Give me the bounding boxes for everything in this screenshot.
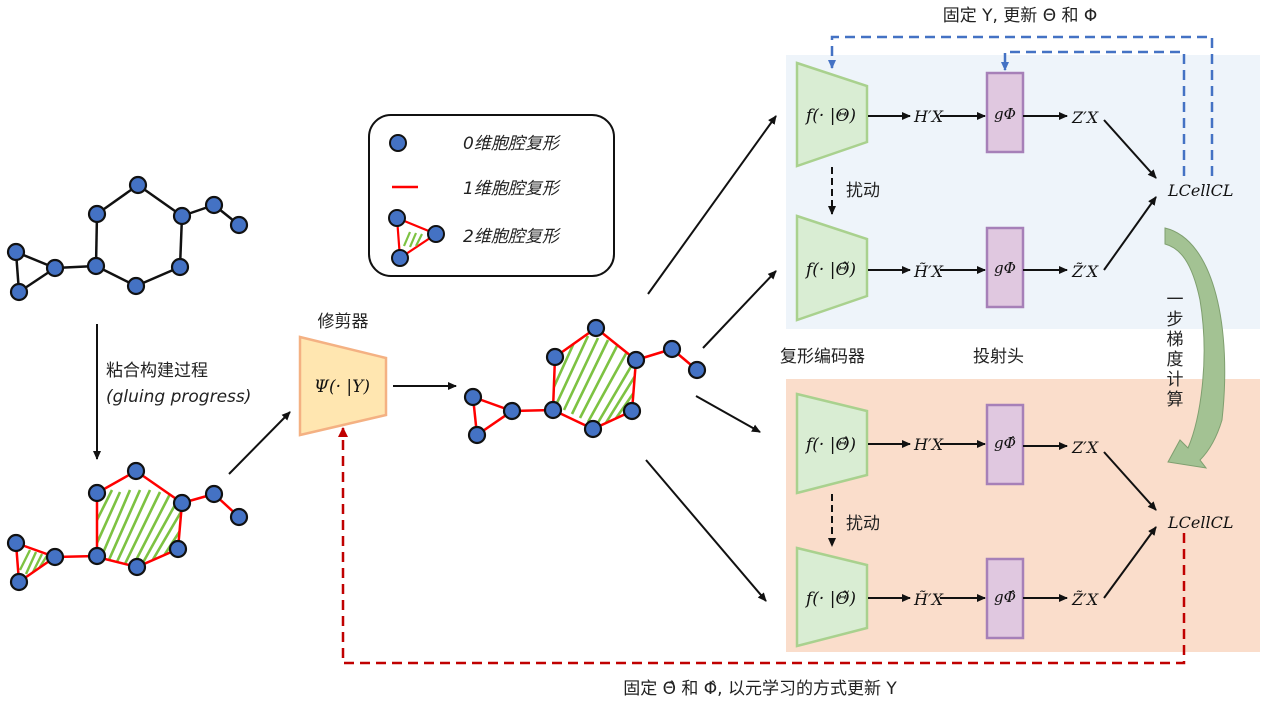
projection-section-label: 投射头 <box>973 347 1024 367</box>
node <box>583 419 603 439</box>
node <box>87 204 107 224</box>
node <box>463 387 483 407</box>
z-bottom-1: Z′X <box>1071 438 1099 457</box>
node <box>170 257 190 277</box>
top-pipeline: f(· |Θ) H′X gΦ Z′X 扰动 f(· |Θ̃) H̃′X gΦ Z… <box>795 61 1233 322</box>
encoder-top-2 <box>795 214 869 322</box>
g-bottom-2: gΦ̂ <box>994 588 1016 606</box>
node <box>662 339 682 359</box>
one-step-char: 度 <box>1167 350 1184 370</box>
legend-label-1: 1维胞腔复形 <box>463 179 561 199</box>
legend-label-2: 2维胞腔复形 <box>463 227 561 247</box>
node <box>86 256 106 276</box>
perturb-label-top: 扰动 <box>846 181 880 201</box>
z-top-2: Z̃′X <box>1071 262 1099 281</box>
encoder-section-label: 复形编码器 <box>780 347 865 367</box>
node <box>543 400 563 420</box>
to-pruner-arrow <box>228 411 291 475</box>
node <box>6 533 26 553</box>
encoder-top-1 <box>795 61 869 168</box>
projection-bottom-2 <box>985 557 1025 640</box>
node <box>87 483 107 503</box>
pruner-trapezoid <box>298 335 388 437</box>
node <box>622 401 642 421</box>
node <box>545 347 565 367</box>
encoder-bottom-1-label: f(· |Θ̂) <box>804 435 856 455</box>
perturb-label-bottom: 扰动 <box>846 514 880 534</box>
node <box>502 401 522 421</box>
triangle-icon <box>388 209 445 267</box>
one-step-label: 一 步 梯 度 计 算 <box>1167 290 1184 410</box>
node <box>229 215 249 235</box>
node <box>126 276 146 296</box>
legend-label-0: 0维胞腔复形 <box>463 134 561 154</box>
node <box>229 507 249 527</box>
h-bottom-2: H̃′X <box>913 590 944 609</box>
pruner-formula: Ψ(· |Υ) <box>314 377 370 397</box>
one-step-char: 步 <box>1167 310 1184 330</box>
node <box>204 195 224 215</box>
encoder-top-2-label: f(· |Θ̃) <box>804 260 856 280</box>
pruner: 修剪器 Ψ(· |Υ) <box>298 312 388 437</box>
node <box>168 539 188 559</box>
loss-bottom: LCellCL <box>1167 513 1233 532</box>
h-top-2: H̃′X <box>913 262 944 281</box>
encoder-top-1-label: f(· |Θ) <box>804 106 856 126</box>
projection-top-2 <box>985 226 1025 309</box>
node <box>45 258 65 278</box>
node <box>586 318 606 338</box>
pruner-title: 修剪器 <box>318 312 369 332</box>
g-bottom-1: gΦ̂ <box>994 434 1016 452</box>
loss-top: LCellCL <box>1167 181 1233 200</box>
gluing-label-cn: 粘合构建过程 <box>106 361 208 381</box>
node <box>9 282 29 302</box>
red-feedback-line <box>338 427 1186 665</box>
z-top-1: Z′X <box>1071 108 1099 127</box>
h-bottom-1: H′X <box>913 435 944 454</box>
glued-cell-complex <box>6 461 249 592</box>
projection-top-1 <box>985 71 1025 154</box>
node <box>204 484 224 504</box>
pruned-cell-complex <box>463 318 707 445</box>
bottom-pipeline: f(· |Θ̂) H′X gΦ̂ Z′X 扰动 f(· |Θ̃) H̃′X gΦ… <box>795 392 1233 648</box>
top-update-caption: 固定 Υ, 更新 Θ 和 Φ <box>943 6 1098 26</box>
legend: 0维胞腔复形 1维胞腔复形 2维胞腔复形 <box>368 114 615 277</box>
node <box>9 572 29 592</box>
original-graph <box>6 175 249 302</box>
one-step-char: 梯 <box>1167 330 1184 350</box>
g-top-1: gΦ <box>994 105 1016 123</box>
node <box>467 425 487 445</box>
node <box>87 546 107 566</box>
node <box>127 557 147 577</box>
one-step-char: 算 <box>1167 390 1184 410</box>
blue-feedback-lines <box>828 35 1214 176</box>
one-step-char: 计 <box>1167 370 1184 390</box>
z-bottom-2: Z̃′X <box>1071 590 1099 609</box>
node <box>128 175 148 195</box>
node <box>172 493 192 513</box>
node <box>126 461 146 481</box>
node <box>687 360 707 380</box>
node-icon <box>389 134 407 152</box>
encoder-bottom-2-label: f(· |Θ̃) <box>804 589 856 609</box>
one-step-gradient-arrow <box>1164 227 1226 469</box>
node <box>45 547 65 567</box>
h-top-1: H′X <box>913 107 944 126</box>
encoder-bottom-1 <box>795 392 869 495</box>
one-step-char: 一 <box>1167 290 1184 310</box>
bottom-update-caption: 固定 Θ̂ 和 Φ̂, 以元学习的方式更新 Υ <box>623 679 897 699</box>
projection-bottom-1 <box>985 403 1025 486</box>
encoder-bottom-2 <box>795 546 869 648</box>
node <box>626 350 646 370</box>
node <box>172 206 192 226</box>
fan-out-arrows <box>645 115 777 602</box>
node <box>6 242 26 262</box>
g-top-2: gΦ <box>994 259 1016 277</box>
gluing-label-en: (gluing progress) <box>106 387 251 407</box>
